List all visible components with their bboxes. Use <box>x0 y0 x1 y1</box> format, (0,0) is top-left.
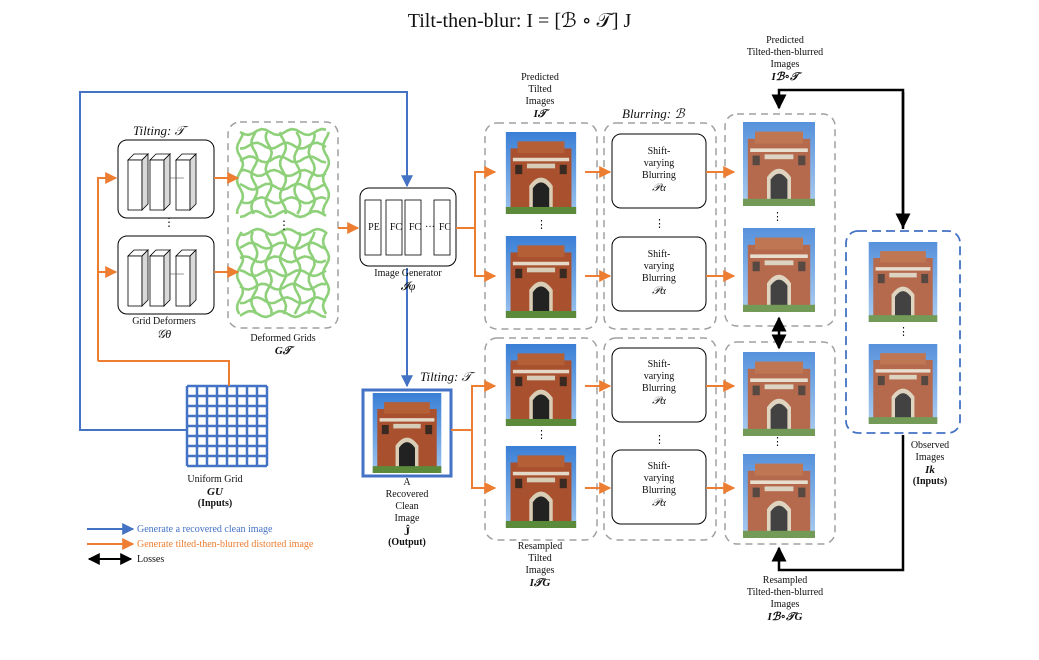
predicted-tilted-container <box>484 122 598 330</box>
resampled-tilted-image-1 <box>505 344 577 426</box>
blur-vdots-upper: ⋮ <box>654 218 665 230</box>
predicted-blurred-image-2 <box>743 228 815 312</box>
deformed-grid-line <box>239 255 327 264</box>
deformed-grids-label: Deformed Grids G𝒯 <box>250 333 316 357</box>
resampled-blurred-image-1 <box>743 352 815 436</box>
predicted-tilted-label: Predicted Tilted Images I𝒯 <box>521 72 559 120</box>
predicted-blurred-image-1 <box>743 122 815 206</box>
legend-orange-text: Generate tilted-then-blurred distorted i… <box>137 539 314 550</box>
recovered-label: A Recovered Clean Image Ĵ (Output) <box>385 477 429 548</box>
predicted-tilted-image-2 <box>505 236 577 318</box>
deformed-grid-line <box>239 268 327 278</box>
tilting-header-lower: Tilting: 𝒯 <box>420 369 472 384</box>
grid-deformers-label: Grid Deformers 𝒢θ <box>132 316 196 341</box>
deformer-layer-face <box>149 159 165 211</box>
deformed-grid-line <box>239 195 327 205</box>
ig-block-pe: PE <box>368 222 380 233</box>
blurring-header: Blurring: ℬ <box>622 106 685 121</box>
deformer-layer-face <box>175 159 191 211</box>
figure-title: Tilt-then-blur: I = [ℬ ∘ 𝒯] J <box>407 10 632 32</box>
uniform-grid-label: Uniform Grid GU (Inputs) <box>187 474 243 509</box>
resampled-tilted-image-2 <box>505 446 577 528</box>
orange-rec-to-tilt-2 <box>471 430 497 494</box>
observed-vdots: ⋮ <box>898 326 909 338</box>
orange-to-deformer-1 <box>97 172 118 361</box>
deformed-grid-line <box>239 295 327 305</box>
resampled-tilted-vdots: ⋮ <box>536 429 547 441</box>
orange-grid-feed <box>98 360 230 386</box>
legend-black-text: Losses <box>137 554 165 565</box>
deformed-grid-line <box>321 131 331 215</box>
ig-block-fc3: FC <box>438 222 452 233</box>
ig-fc-rect <box>433 199 451 256</box>
deformer-layer-side <box>189 249 197 307</box>
deformed-grid-line <box>239 309 327 319</box>
deformer-layer-face <box>127 255 143 307</box>
deformer-layer-side <box>163 153 171 211</box>
deformer-layer-side <box>163 249 171 307</box>
blur-box-2 <box>611 236 707 312</box>
legend-blue-text: Generate a recovered clean image <box>137 524 273 535</box>
blue-grid-to-generator <box>79 91 413 431</box>
tilting-header: Tilting: 𝒯 <box>133 123 185 138</box>
blurring-container-upper <box>603 122 717 330</box>
deformer-layer-face <box>149 255 165 307</box>
observed-image-1 <box>868 242 938 322</box>
orange-gen-to-tilt-1 <box>456 166 497 229</box>
deformer-layer-side <box>141 153 149 211</box>
observed-container <box>845 230 961 434</box>
predicted-blurred-label: Predicted Tilted-then-blurred Images Iℬ∘… <box>746 35 824 83</box>
blurring-container-lower <box>603 337 717 541</box>
grid-deformers-vdots: ⋮ <box>163 215 175 229</box>
ig-block-fc2: FC <box>408 222 422 233</box>
deformed-grids-vdots: ⋮ <box>278 218 290 232</box>
deformed-grid-line <box>278 131 288 215</box>
deformer-layer-face <box>175 255 191 307</box>
deformer-layer-face <box>127 159 143 211</box>
deformed-grid-line <box>239 182 327 192</box>
ig-block-fc1: FC <box>389 222 403 233</box>
deformed-grid-line <box>239 209 327 219</box>
ig-pe-rect <box>364 199 382 256</box>
deformed-grid-line <box>321 231 331 315</box>
resampled-tilted-label: Resampled Tilted Images I𝒯G <box>517 541 563 589</box>
ig-fc-rect <box>385 199 403 256</box>
resampled-blurred-vdots: ⋮ <box>772 436 783 448</box>
deformer-layer-side <box>189 153 197 211</box>
deformed-grid-line <box>307 131 317 215</box>
ig-block-dots: ··· <box>425 222 435 233</box>
predicted-tilted-image-1 <box>505 132 577 214</box>
predicted-tilted-vdots: ⋮ <box>536 219 547 231</box>
predicted-blurred-vdots: ⋮ <box>772 211 783 223</box>
orange-gen-to-tilt-2 <box>474 228 497 282</box>
image-generator-label: Image Generator 𝓘φ <box>374 268 442 293</box>
blur-vdots-lower: ⋮ <box>654 434 665 446</box>
observed-image-2 <box>868 344 938 424</box>
orange-rec-to-tilt-1 <box>451 380 497 431</box>
deformed-grids-container <box>227 121 339 329</box>
resampled-tilted-container <box>484 337 598 541</box>
deformed-grid-line <box>239 227 327 237</box>
resampled-blurred-image-2 <box>743 454 815 538</box>
ig-fc-rect <box>404 199 422 256</box>
recovered-image <box>372 393 442 473</box>
resampled-blurred-label: Resampled Tilted-then-blurred Images Iℬ∘… <box>746 575 824 623</box>
deformed-grid-line <box>292 231 302 315</box>
recovered-image-frame <box>361 388 453 478</box>
deformer-layer-side <box>141 249 149 307</box>
deformed-grid-line <box>278 231 288 315</box>
observed-label: Observed Images Ik (Inputs) <box>910 440 950 487</box>
loss-observed-to-resampled <box>771 435 905 572</box>
deformed-grid-line <box>307 231 316 315</box>
deformed-grid-line <box>235 131 245 215</box>
